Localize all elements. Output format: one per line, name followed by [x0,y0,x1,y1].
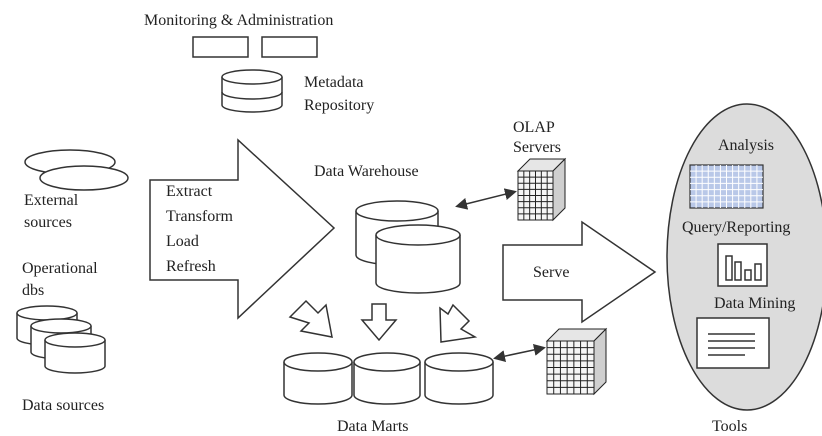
data-warehouse-label: Data Warehouse [314,163,419,180]
operational-label-line1: Operational [22,260,98,277]
olap-cube-bottom [545,327,608,396]
mart-olap-double-arrow [493,344,546,362]
data-sources-label: Data sources [22,397,105,414]
analysis-label: Analysis [718,137,774,154]
etl-step-refresh: Refresh [166,258,216,275]
monitor-box-left [192,36,249,58]
operational-label-line2: dbs [22,282,45,299]
etl-step-transform: Transform [166,208,233,225]
data-mining-label: Data Mining [714,295,796,312]
query-reporting-label: Query/Reporting [682,219,791,236]
etl-arrow [149,138,336,320]
external-label-line1: External [24,192,79,209]
olap-label-line2: Servers [513,139,561,156]
monitoring-title: Monitoring & Administration [144,12,334,29]
metadata-label-line2: Repository [304,97,375,114]
bar-chart-icon [717,243,768,287]
external-sources-ellipses [24,149,129,191]
metadata-label-line1: Metadata [304,74,364,91]
metadata-repository-cylinder [221,69,283,113]
external-label-line2: sources [24,214,72,231]
data-mart-cylinders [283,352,494,405]
analysis-grid-icon [689,164,764,209]
etl-step-extract: Extract [166,183,213,200]
serve-label: Serve [533,264,570,281]
serve-arrow [502,220,657,324]
document-icon [696,317,770,369]
olap-cube-top [516,157,567,222]
data-marts-label: Data Marts [337,418,409,435]
down-arrows [288,299,478,343]
dw-olap-double-arrow [455,188,517,210]
tools-label: Tools [712,418,748,435]
olap-label-line1: OLAP [513,119,555,136]
monitor-box-right [261,36,318,58]
etl-step-load: Load [166,233,199,250]
data-warehouse-cylinders [355,200,461,294]
operational-db-cylinders [16,305,106,374]
